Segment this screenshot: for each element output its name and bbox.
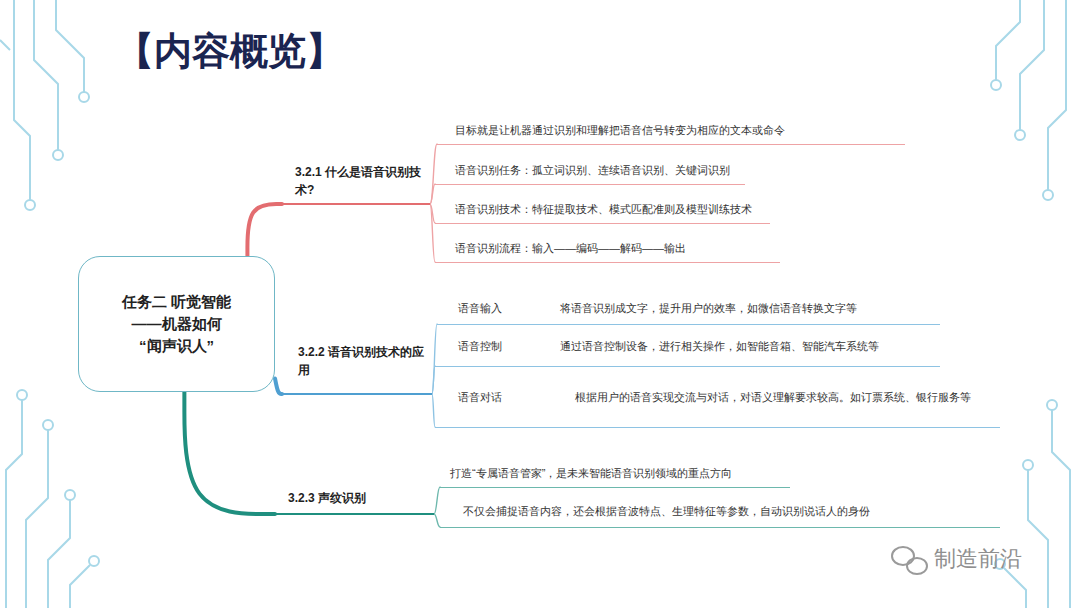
main-branch-line <box>275 378 282 394</box>
item-description: 通过语音控制设备，进行相关操作，如智能音箱、智能汽车系统等 <box>560 339 879 354</box>
main-branch-line <box>184 392 275 514</box>
topic-text: 语音识别流程：输入——编码——解码——输出 <box>455 241 686 256</box>
wechat-icon <box>892 547 927 574</box>
topic-text: 语音识别技术：特征提取技术、模式匹配准则及模型训练技术 <box>455 202 752 217</box>
topic-text: 语音识别任务：孤立词识别、连续语音识别、关键词识别 <box>455 163 730 178</box>
leaf-topic: 打造“专属语音管家”，是未来智能语音识别领域的重点方向 <box>440 463 790 488</box>
central-topic: 任务二 听觉智能 ——机器如何 “闻声识人” <box>78 256 275 392</box>
topic-text: 不仅会捕捉语音内容，还会根据音波特点、生理特征等参数，自动识别说话人的身份 <box>463 504 870 519</box>
leaf-topic: 不仅会捕捉语音内容，还会根据音波特点、生理特征等参数，自动识别说话人的身份 <box>440 501 1000 528</box>
branch-topic: 3.2.2 语音识别技术的应用 <box>282 344 432 395</box>
item-heading: 语音控制 <box>458 339 560 354</box>
sub-branch-line <box>430 144 437 204</box>
leaf-topic: 目标就是让机器通过识别和理解把语音信号转变为相应的文本或命令 <box>437 120 905 145</box>
leaf-topic: 语音对话根据用户的语音实现交流与对话，对语义理解要求较高。如订票系统、银行服务等 <box>435 387 1000 428</box>
topic-text: 目标就是让机器通过识别和理解把语音信号转变为相应的文本或命令 <box>455 123 785 138</box>
branch-topic: 3.2.1 什么是语音识别技术? <box>282 164 430 205</box>
main-branch-line <box>247 204 282 256</box>
item-heading: 语音对话 <box>458 390 575 405</box>
leaf-topic: 语音输入将语音识别成文字，提升用户的效率，如微信语音转换文字等 <box>437 298 940 325</box>
item-description: 根据用户的语音实现交流与对话，对语义理解要求较高。如订票系统、银行服务等 <box>575 390 971 405</box>
topic-text: 3.2.1 什么是语音识别技术? <box>295 164 423 199</box>
branch-topic: 3.2.3 声纹识别 <box>275 490 434 515</box>
leaf-topic: 语音识别技术：特征提取技术、模式匹配准则及模型训练技术 <box>435 199 770 224</box>
topic-text: 任务二 听觉智能 ——机器如何 “闻声识人” <box>107 291 247 356</box>
leaf-topic: 语音控制通过语音控制设备，进行相关操作，如智能音箱、智能汽车系统等 <box>435 336 940 367</box>
leaf-topic: 语音识别任务：孤立词识别、连续语音识别、关键词识别 <box>435 160 745 185</box>
topic-text: 打造“专属语音管家”，是未来智能语音识别领域的重点方向 <box>450 466 732 481</box>
slide-title: 【内容概览】 <box>116 26 344 77</box>
topic-text: 3.2.3 声纹识别 <box>288 490 428 507</box>
topic-text: 3.2.2 语音识别技术的应用 <box>298 344 426 379</box>
item-description: 将语音识别成文字，提升用户的效率，如微信语音转换文字等 <box>560 301 857 316</box>
item-heading: 语音输入 <box>458 301 560 316</box>
watermark: 制造前沿 <box>934 544 1022 574</box>
leaf-topic: 语音识别流程：输入——编码——解码——输出 <box>435 238 780 263</box>
